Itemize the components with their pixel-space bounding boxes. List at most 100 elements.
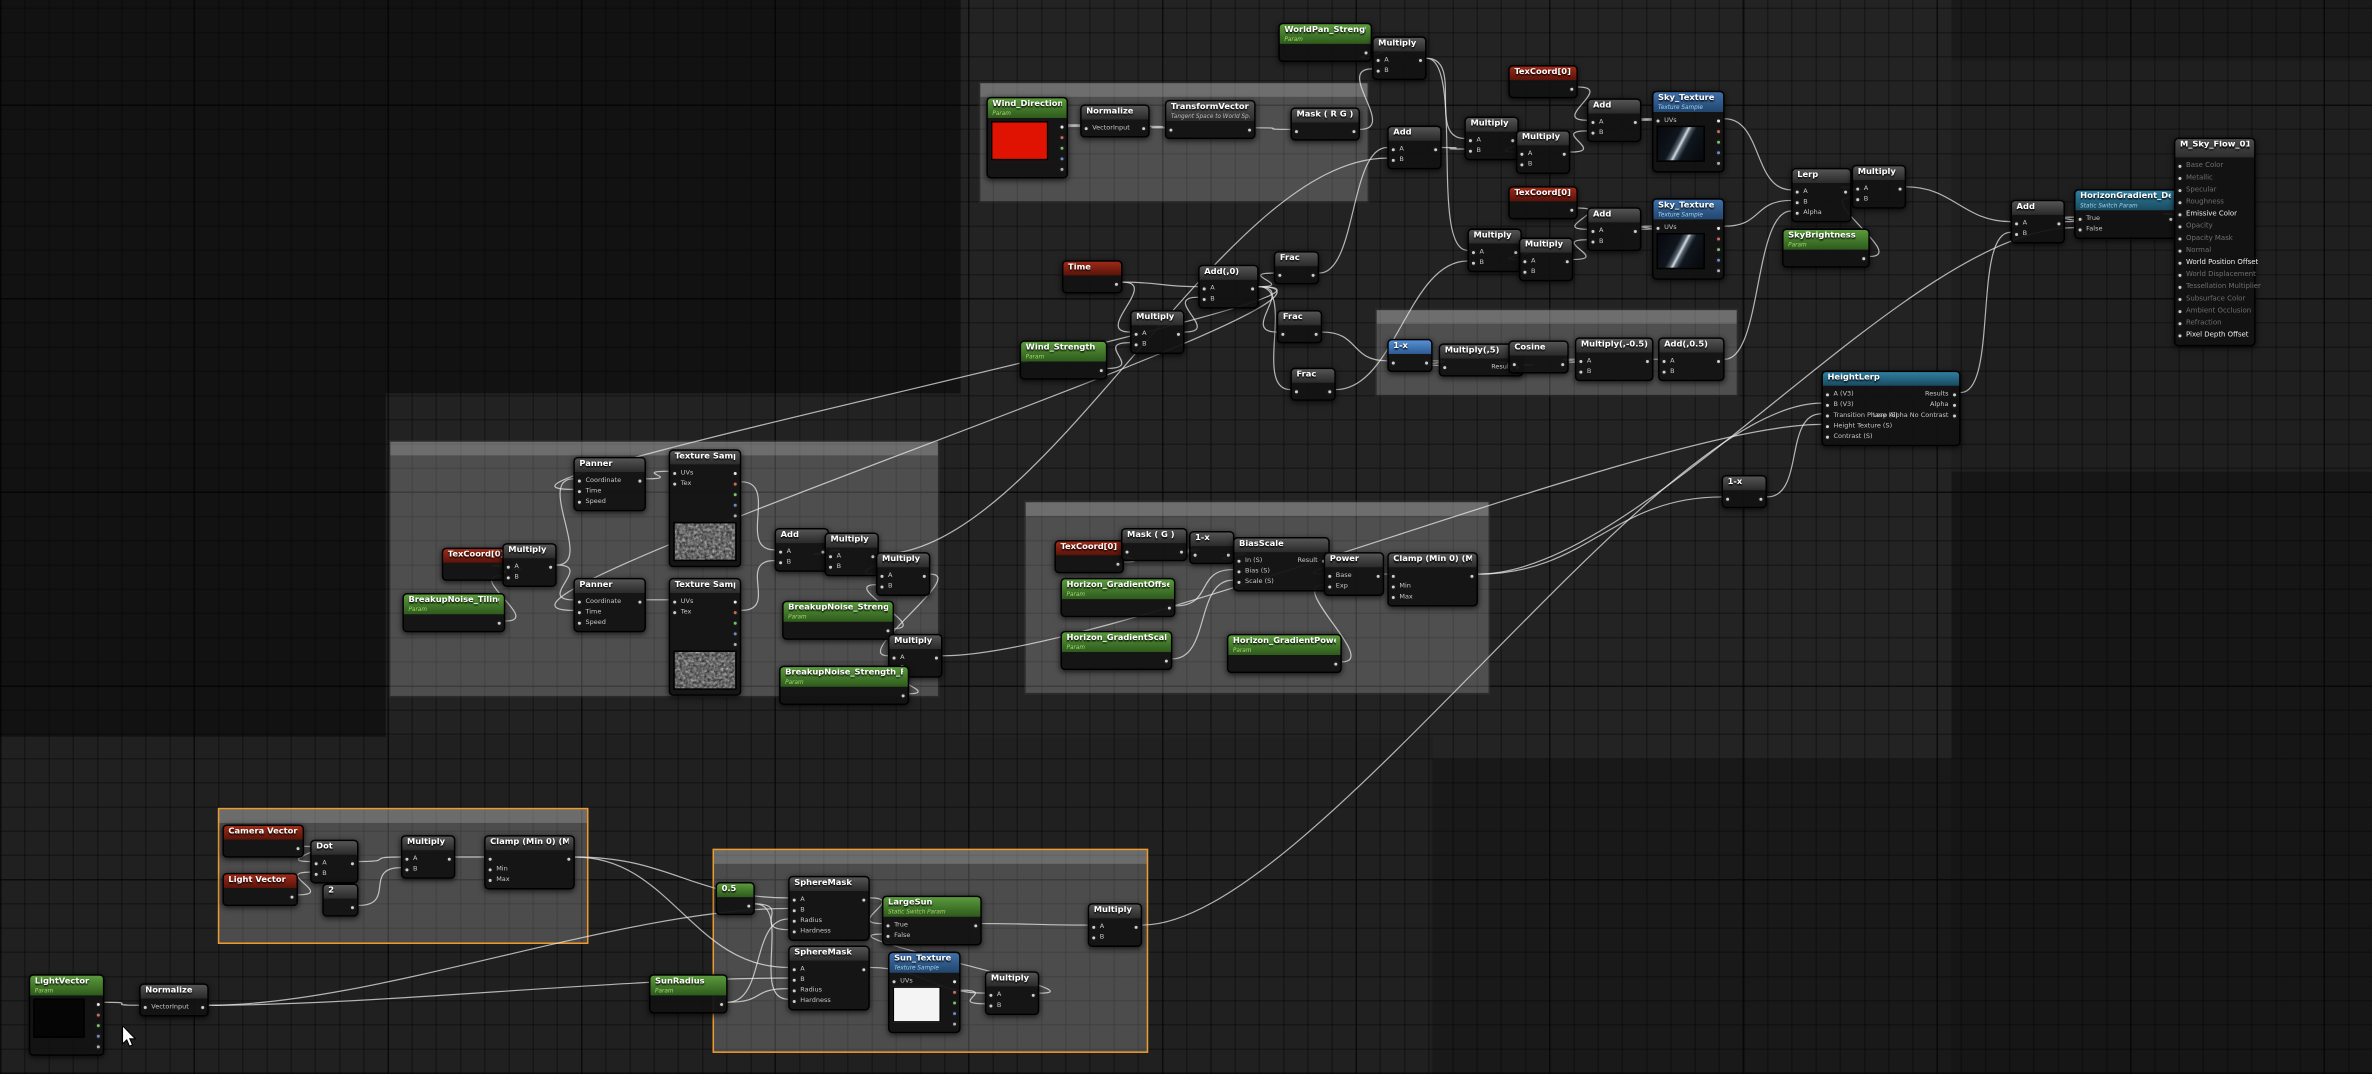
input-pin[interactable] [671, 598, 678, 605]
output-pin[interactable] [732, 598, 739, 605]
input-pin[interactable] [827, 563, 834, 570]
node-cosine[interactable]: Cosine [1508, 340, 1569, 374]
input-pin[interactable] [1390, 156, 1397, 163]
input-pin[interactable] [1201, 295, 1208, 302]
input-pin[interactable] [1133, 341, 1140, 348]
output-pin[interactable] [951, 999, 958, 1006]
input-pin[interactable] [1824, 433, 1831, 440]
input-pin[interactable] [2176, 223, 2183, 230]
output-pin[interactable] [1313, 330, 1320, 337]
input-pin[interactable] [2176, 296, 2183, 303]
input-pin[interactable] [791, 928, 798, 935]
output-pin[interactable] [1509, 136, 1516, 143]
output-pin[interactable] [1632, 118, 1639, 125]
input-pin[interactable] [1090, 923, 1097, 930]
output-pin[interactable] [1363, 49, 1370, 56]
input-pin[interactable] [987, 991, 994, 998]
node-texcoord-0[interactable]: TexCoord[0] [1508, 186, 1578, 220]
input-pin[interactable] [2176, 211, 2183, 218]
input-pin[interactable] [1589, 129, 1597, 136]
input-pin[interactable] [2176, 320, 2183, 327]
output-pin[interactable] [1133, 923, 1140, 930]
node-frac[interactable]: Frac [1290, 367, 1336, 401]
output-pin[interactable] [732, 469, 739, 476]
input-pin[interactable] [1293, 388, 1300, 395]
output-pin[interactable] [1715, 224, 1722, 231]
input-pin[interactable] [1854, 195, 1861, 202]
output-pin[interactable] [1423, 359, 1430, 366]
input-pin[interactable] [1661, 357, 1668, 364]
output-pin[interactable] [95, 1032, 102, 1039]
output-pin[interactable] [951, 1020, 958, 1027]
output-pin[interactable] [972, 922, 979, 929]
input-pin[interactable] [1467, 136, 1474, 143]
input-pin[interactable] [777, 558, 784, 566]
input-pin[interactable] [1390, 593, 1397, 600]
input-pin[interactable] [505, 574, 512, 581]
node-mask-r-g[interactable]: Mask ( R G ) [1290, 107, 1361, 141]
output-pin[interactable] [1140, 124, 1147, 131]
output-pin[interactable] [1098, 366, 1105, 373]
node-camera-vector[interactable]: Camera Vector [222, 824, 305, 858]
output-pin[interactable] [1715, 256, 1722, 263]
output-pin[interactable] [1178, 548, 1185, 555]
input-pin[interactable] [2077, 226, 2084, 233]
input-pin[interactable] [1201, 285, 1208, 292]
node-texcoord-0[interactable]: TexCoord[0] [1054, 540, 1125, 574]
input-pin[interactable] [1824, 391, 1831, 398]
input-pin[interactable] [1124, 548, 1131, 555]
comment-title[interactable]: WindDirection Tangent Space [980, 83, 1368, 97]
input-pin[interactable] [2176, 284, 2183, 291]
input-pin[interactable] [576, 498, 583, 505]
input-pin[interactable] [1390, 583, 1397, 590]
input-pin[interactable] [1661, 368, 1668, 375]
output-pin[interactable] [1842, 188, 1849, 195]
input-pin[interactable] [1375, 67, 1382, 74]
output-pin[interactable] [349, 860, 356, 867]
input-pin[interactable] [1511, 360, 1518, 367]
output-pin[interactable] [1058, 133, 1066, 140]
input-pin[interactable] [878, 583, 885, 590]
output-pin[interactable] [1113, 280, 1120, 287]
output-pin[interactable] [1951, 412, 1958, 419]
output-pin[interactable] [1310, 271, 1317, 278]
input-pin[interactable] [1589, 227, 1597, 234]
input-pin[interactable] [1518, 150, 1525, 157]
input-pin[interactable] [884, 922, 892, 929]
output-pin[interactable] [732, 640, 739, 647]
output-pin[interactable] [732, 619, 739, 626]
output-pin[interactable] [565, 855, 572, 862]
input-pin[interactable] [576, 608, 583, 615]
output-pin[interactable] [446, 855, 453, 862]
input-pin[interactable] [1235, 568, 1243, 575]
input-pin[interactable] [505, 563, 512, 570]
input-pin[interactable] [487, 876, 494, 883]
input-pin[interactable] [2176, 235, 2183, 243]
output-pin[interactable] [1559, 360, 1566, 367]
output-pin[interactable] [1030, 991, 1037, 998]
output-pin[interactable] [860, 965, 867, 972]
output-pin[interactable] [95, 1000, 102, 1007]
input-pin[interactable] [1794, 198, 1801, 205]
output-pin[interactable] [2055, 220, 2062, 227]
comment-title[interactable]: FadeLoop [1376, 310, 1737, 324]
input-pin[interactable] [791, 906, 798, 913]
output-pin[interactable] [884, 627, 892, 634]
output-pin[interactable] [921, 572, 928, 579]
